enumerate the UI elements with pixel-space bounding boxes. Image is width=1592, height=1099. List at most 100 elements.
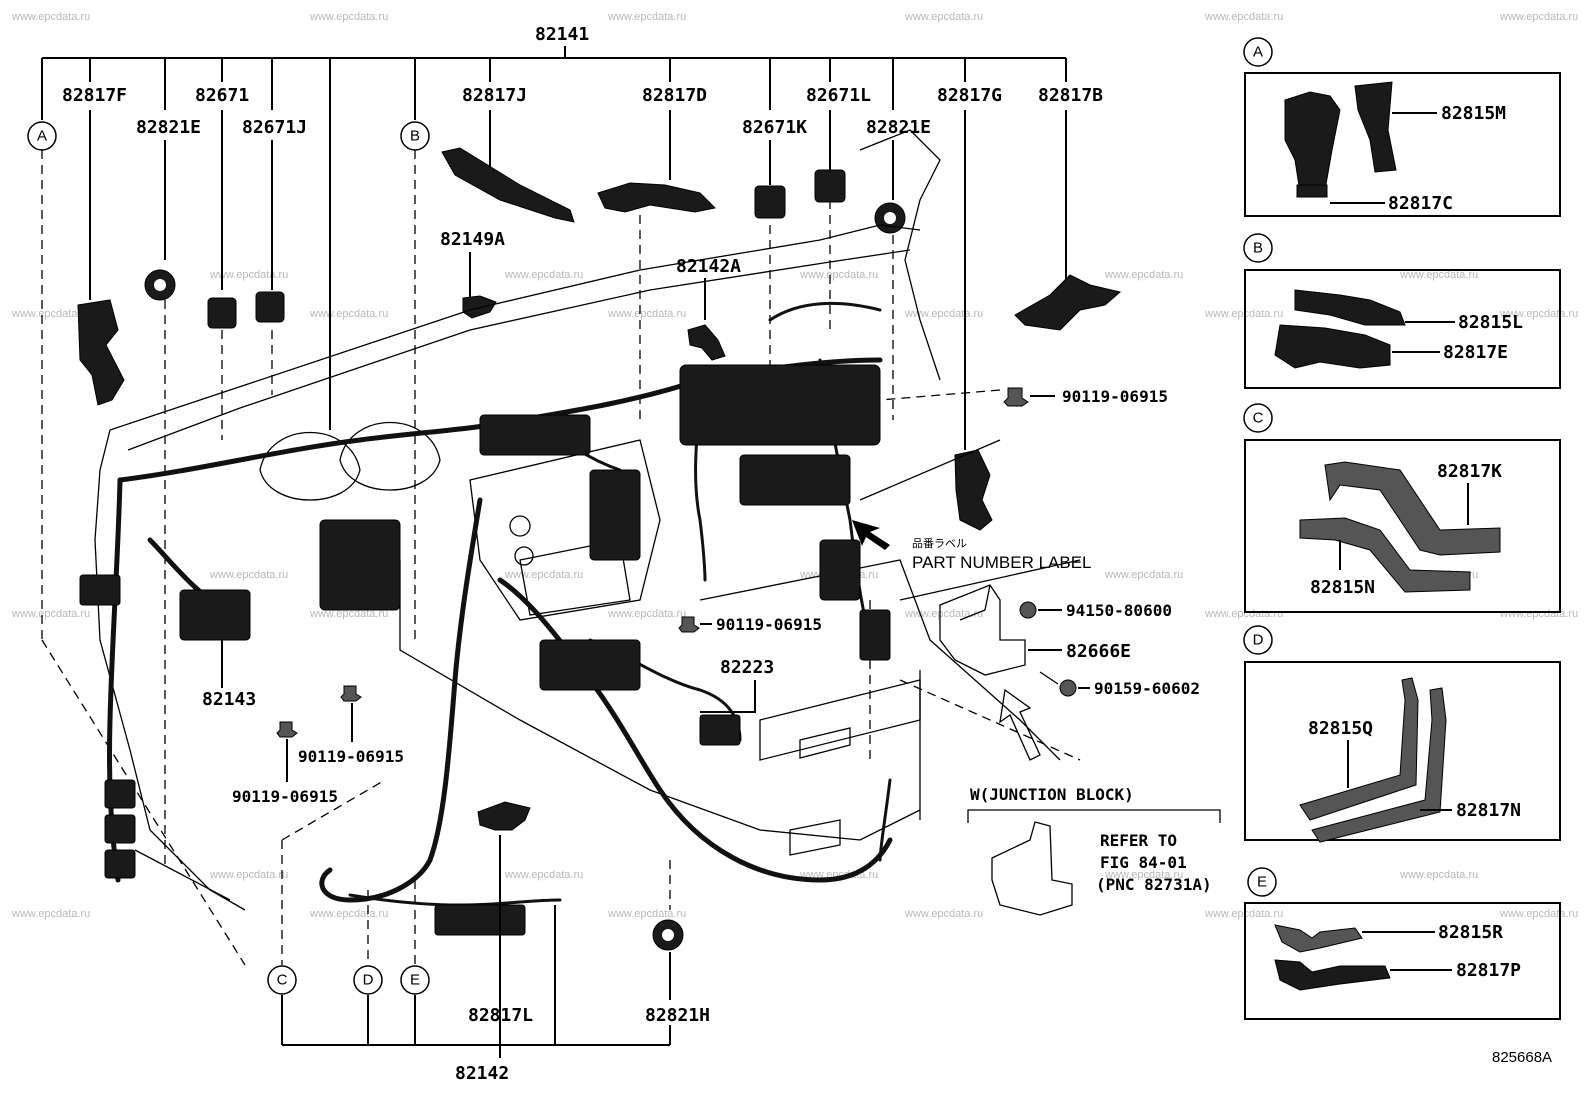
watermark: www.epcdata.ru (209, 869, 288, 881)
bracket-82817C[interactable] (1296, 184, 1328, 198)
clip-82149A[interactable] (462, 295, 497, 319)
watermarks: www.epcdata.ru www.epcdata.ru www.epcdat… (11, 11, 1578, 920)
part-label-82817F[interactable]: 82817F (62, 85, 127, 106)
part-label-90119-06915-lower-a[interactable]: 90119-06915 (298, 747, 404, 766)
clamp-82671K[interactable] (754, 185, 786, 219)
callout-circle-C[interactable] (267, 965, 297, 995)
part-label-82671K[interactable]: 82671K (742, 117, 807, 138)
part-label-82821E-right[interactable]: 82821E (866, 117, 931, 138)
part-label-82671J[interactable]: 82671J (242, 117, 307, 138)
bracket-82817B[interactable] (1014, 274, 1122, 331)
callout-letter-B: B (410, 128, 420, 145)
inset-D-bottom-label[interactable]: 82817N (1456, 800, 1521, 821)
part-label-82141[interactable]: 82141 (535, 24, 589, 45)
inset-box-C (1244, 439, 1561, 613)
grommet-82821E-left[interactable] (144, 269, 176, 301)
inset-circle-A[interactable] (1243, 37, 1273, 67)
watermark: www.epcdata.ru (904, 11, 983, 23)
part-label-90119-06915-upper[interactable]: 90119-06915 (1062, 387, 1168, 406)
inset-E-bottom-label[interactable]: 82817P (1456, 960, 1521, 981)
instrument-panel-outline (94, 129, 1081, 911)
inset-circle-B[interactable] (1243, 233, 1273, 263)
grommet-82821E-right[interactable] (874, 202, 906, 234)
bracket-82817E[interactable] (1274, 324, 1391, 369)
connector-cluster-mid-right (739, 454, 851, 506)
connector-82142A[interactable] (687, 324, 726, 361)
connector-cluster-left (319, 519, 401, 611)
callout-circle-D[interactable] (353, 965, 383, 995)
bolt-90119-upper-right: 90119-06915 (1003, 387, 1168, 407)
inset-circle-E[interactable] (1247, 867, 1277, 897)
watermark: www.epcdata.ru (309, 908, 388, 920)
part-label-82821E-left[interactable]: 82821E (136, 117, 201, 138)
bracket-82815R[interactable] (1274, 924, 1363, 953)
part-label-82142[interactable]: 82142 (455, 1063, 509, 1084)
grommet-82821H[interactable] (652, 919, 684, 951)
connector-block (104, 849, 136, 879)
watermark: www.epcdata.ru (504, 569, 583, 581)
inset-C-top-label[interactable]: 82817K (1437, 461, 1502, 482)
inset-letter-A: A (1253, 44, 1263, 61)
part-label-82817B[interactable]: 82817B (1038, 85, 1103, 106)
bracket-82817K[interactable] (1324, 461, 1501, 556)
inset-C-bottom-label[interactable]: 82815N (1310, 577, 1375, 598)
part-label-94150-80600[interactable]: 94150-80600 (1066, 601, 1172, 620)
callout-circle-A[interactable] (27, 121, 57, 151)
callout-circles: A B C D E (27, 121, 430, 995)
connector-block (699, 714, 741, 746)
bracket-82815N[interactable] (1299, 517, 1471, 593)
part-label-82671L[interactable]: 82671L (806, 85, 871, 106)
callout-circle-B[interactable] (400, 121, 430, 151)
top-bracket-82141: 82141 (41, 24, 1067, 430)
part-label-82142A[interactable]: 82142A (676, 256, 741, 277)
connector-block (104, 814, 136, 844)
inset-D-top-label[interactable]: 82815Q (1308, 718, 1373, 739)
inset-E-top-label[interactable]: 82815R (1438, 922, 1503, 943)
part-label-82143[interactable]: 82143 (202, 689, 256, 710)
bracket-82815Q[interactable] (1299, 677, 1419, 821)
bracket-82817L[interactable] (477, 801, 531, 831)
watermark: www.epcdata.ru (1104, 269, 1183, 281)
watermark: www.epcdata.ru (309, 11, 388, 23)
part-label-82223[interactable]: 82223 (720, 657, 774, 678)
part-label-82666E[interactable]: 82666E (1066, 641, 1131, 662)
inset-circle-D[interactable] (1243, 625, 1273, 655)
part-label-90119-06915-lower-b[interactable]: 90119-06915 (232, 787, 338, 806)
clamp-82671[interactable] (207, 297, 237, 329)
inset-B-bottom-label[interactable]: 82817E (1443, 342, 1508, 363)
inset-circle-C[interactable] (1243, 403, 1273, 433)
bracket-82817P[interactable] (1274, 959, 1391, 991)
callout-circle-E[interactable] (400, 965, 430, 995)
part-label-82817G[interactable]: 82817G (937, 85, 1002, 106)
bracket-82815M-a[interactable] (1284, 91, 1341, 193)
junction-block-line1: REFER TO (1100, 831, 1177, 850)
part-label-82817L[interactable]: 82817L (468, 1005, 533, 1026)
part-label-82821H[interactable]: 82821H (645, 1005, 710, 1026)
connector-block (819, 539, 861, 601)
bracket-82666E[interactable]: 82666E (939, 584, 1131, 676)
part-label-82817J[interactable]: 82817J (462, 85, 527, 106)
part-label-90119-06915-center[interactable]: 90119-06915 (716, 615, 822, 634)
inset-letter-D: D (1253, 632, 1264, 649)
connector-cluster-82143 (179, 589, 251, 641)
junction-block-line3: (PNC 82731A) (1096, 875, 1212, 894)
bracket-82817F[interactable] (77, 299, 125, 406)
part-label-90159-60602[interactable]: 90159-60602 (1094, 679, 1200, 698)
part-label-82817D[interactable]: 82817D (642, 85, 707, 106)
part-label-82149A[interactable]: 82149A (440, 229, 505, 250)
bracket-82817D[interactable] (597, 182, 717, 213)
bracket-82817N[interactable] (1311, 687, 1447, 843)
watermark: www.epcdata.ru (11, 608, 90, 620)
figure-id: 825668A (1492, 1049, 1552, 1066)
clamp-82671L[interactable] (814, 169, 846, 203)
bracket-82815M-b[interactable] (1354, 81, 1397, 173)
clamp-82671J[interactable] (255, 291, 285, 323)
bolt-90119-lower-a: 90119-06915 (298, 685, 404, 766)
part-label-82671[interactable]: 82671 (195, 85, 249, 106)
inset-A-top-label[interactable]: 82815M (1441, 103, 1506, 124)
bracket-82817G[interactable] (954, 449, 993, 531)
inset-A-bottom-label[interactable]: 82817C (1388, 193, 1453, 214)
bracket-82815L[interactable] (1294, 289, 1406, 326)
inset-B-top-label[interactable]: 82815L (1458, 312, 1523, 333)
bracket-82817J[interactable] (441, 147, 575, 223)
